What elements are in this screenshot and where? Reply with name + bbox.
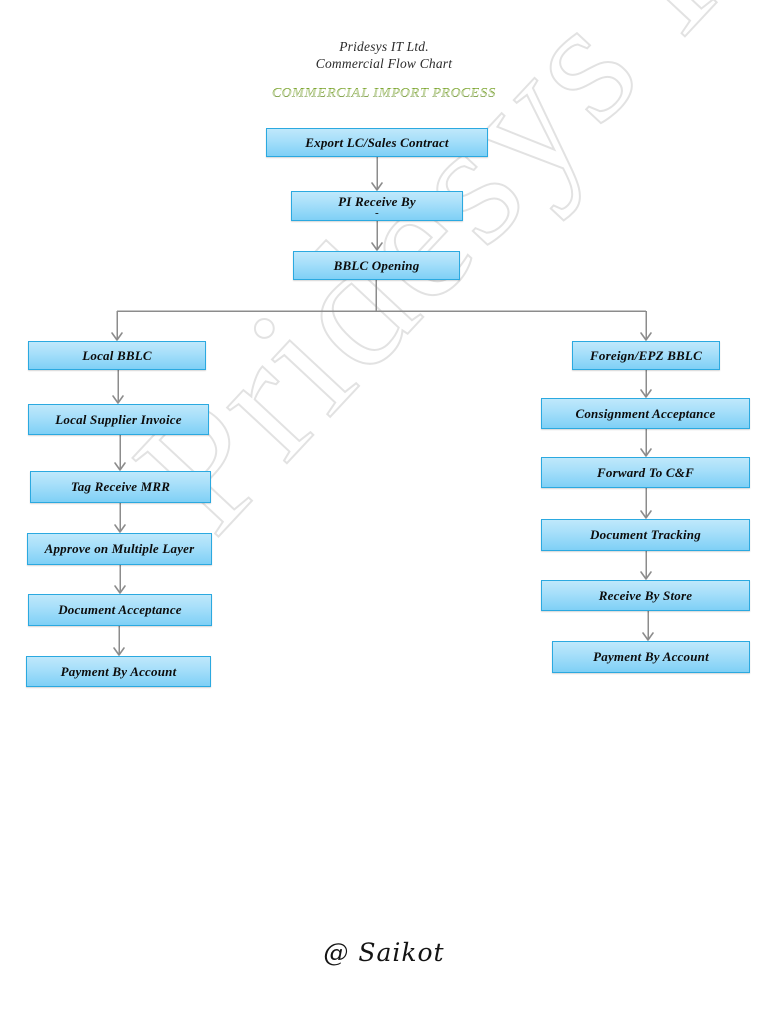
node-label: Local BBLC (82, 347, 152, 363)
node-label: Payment By Account (593, 649, 709, 664)
node-local-supplier-invoice[interactable]: Local Supplier Invoice (28, 404, 209, 435)
node-sublabel: - (375, 207, 379, 219)
node-forward-to-cf[interactable]: Forward To C&F (541, 457, 750, 488)
node-label: Consignment Acceptance (575, 405, 716, 421)
document-subtitle: Commercial Flow Chart (315, 56, 453, 71)
node-label: Receive By Store (598, 587, 693, 603)
node-document-acceptance[interactable]: Document Acceptance (28, 594, 212, 626)
node-label: Approve on Multiple Layer (44, 541, 195, 556)
node-label: Local Supplier Invoice (55, 411, 182, 427)
node-label: Document Acceptance (58, 602, 182, 617)
node-bblc-opening[interactable]: BBLC Opening (293, 251, 460, 280)
node-foreign-epz-bblc[interactable]: Foreign/EPZ BBLC (572, 341, 720, 370)
node-label: PI Receive By (338, 194, 416, 209)
node-label: BBLC Opening (333, 257, 420, 273)
node-document-tracking[interactable]: Document Tracking (541, 519, 750, 551)
company-name: Pridesys IT Ltd. (339, 39, 429, 54)
node-payment-by-account-left[interactable]: Payment By Account (26, 656, 211, 687)
node-label: Forward To C&F (597, 464, 694, 480)
node-label: Payment By Account (60, 663, 177, 679)
node-approve-multiple-layer[interactable]: Approve on Multiple Layer (27, 533, 212, 565)
author-signature: @ Saikot (323, 938, 445, 967)
node-tag-receive-mrr[interactable]: Tag Receive MRR (30, 471, 211, 503)
node-consignment-acceptance[interactable]: Consignment Acceptance (541, 398, 750, 429)
node-label: Export LC/Sales Contract (305, 134, 449, 150)
node-local-bblc[interactable]: Local BBLC (28, 341, 206, 370)
node-payment-by-account-right[interactable]: Payment By Account (552, 641, 750, 673)
node-label: Foreign/EPZ BBLC (590, 347, 702, 363)
node-pi-receive-by[interactable]: PI Receive By- (291, 191, 463, 221)
node-receive-by-store[interactable]: Receive By Store (541, 580, 750, 611)
node-label: Document Tracking (590, 527, 701, 542)
node-export-lc[interactable]: Export LC/Sales Contract (266, 128, 488, 157)
node-label: Tag Receive MRR (70, 479, 171, 494)
document-header: Pridesys IT Ltd. Commercial Flow Chart C… (0, 38, 768, 102)
page-title: COMMERCIAL IMPORT PROCESS (272, 86, 496, 101)
